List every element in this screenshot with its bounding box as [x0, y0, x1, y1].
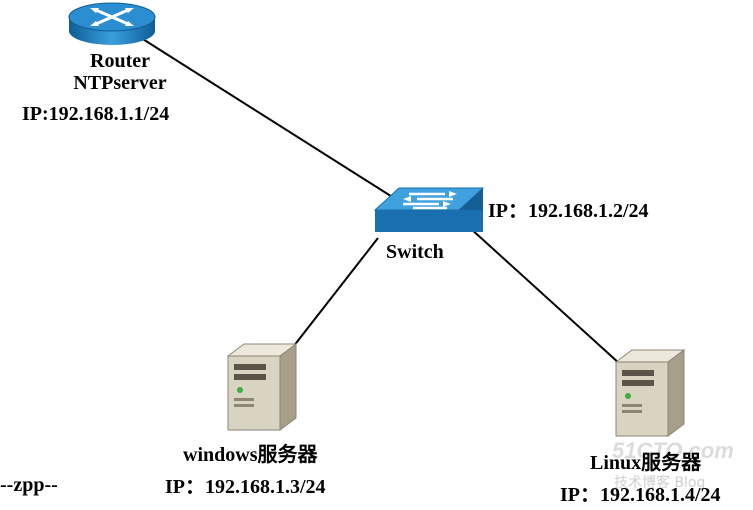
author-signature: --zpp-- [0, 474, 58, 496]
windows-server-name: windows服务器 [183, 444, 318, 466]
router-name: Router [90, 50, 150, 72]
windows-server-ip: IP：192.168.1.3/24 [165, 476, 326, 498]
link-router-switch [137, 35, 395, 199]
switch-icon [373, 187, 485, 232]
linux-server-ip: IP：192.168.1.4/24 [560, 484, 721, 506]
server-icon [614, 349, 686, 437]
link-switch-linux [469, 227, 621, 365]
router-ip: IP:192.168.1.1/24 [22, 103, 170, 125]
watermark-subtitle: 技术博客 Blog [614, 475, 706, 491]
switch-ip: IP：192.168.1.2/24 [488, 200, 649, 222]
server-icon [226, 343, 298, 431]
router-icon [68, 2, 156, 45]
switch-name: Switch [386, 241, 444, 263]
link-switch-windows [285, 237, 379, 357]
router-role: NTPserver [73, 72, 167, 94]
linux-server-name: Linux服务器 [590, 452, 702, 474]
watermark-site: 51CTO.com [612, 438, 734, 463]
